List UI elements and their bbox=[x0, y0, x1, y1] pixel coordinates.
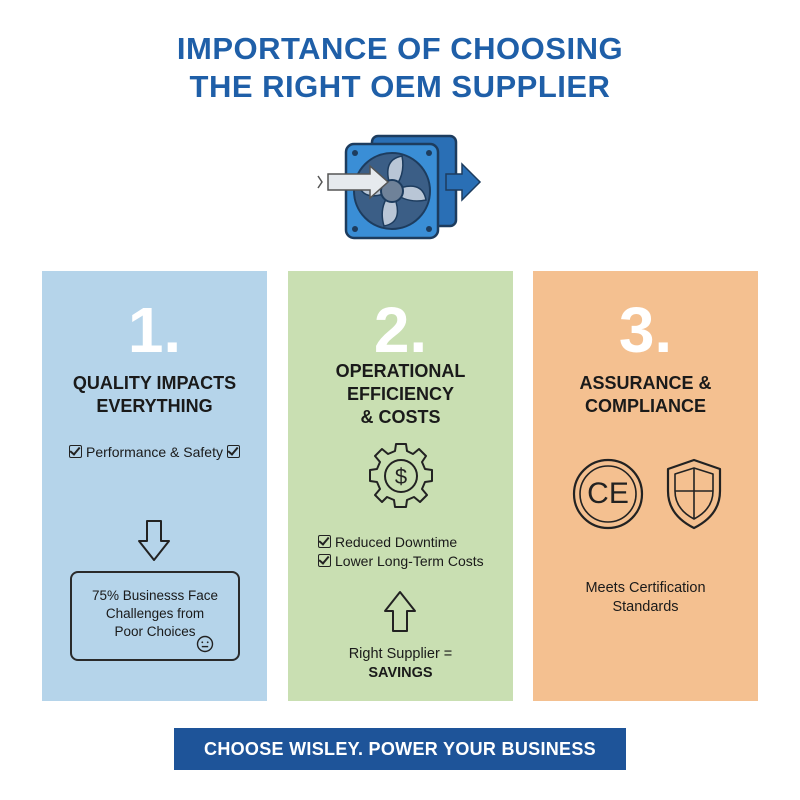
stat-line: Challenges from bbox=[105, 606, 205, 621]
arrow-down-icon bbox=[138, 520, 170, 561]
card-heading: QUALITY IMPACTS EVERYTHING bbox=[42, 372, 267, 418]
ce-mark-icon: CE bbox=[571, 457, 645, 531]
stat-box: 75% Businesss Face Challenges from Poor … bbox=[70, 571, 240, 661]
checkbox-icon bbox=[69, 445, 83, 458]
ce-mark-text: CE bbox=[587, 477, 629, 510]
card-number: 3. bbox=[618, 294, 673, 366]
heading-line: EVERYTHING bbox=[96, 396, 213, 416]
caption-line: Standards bbox=[612, 599, 679, 615]
card-number: 2. bbox=[373, 294, 428, 366]
heading-line: ASSURANCE & bbox=[579, 373, 712, 393]
summary: Right Supplier = SAVINGS bbox=[288, 645, 513, 683]
heading-line: OPERATIONAL bbox=[335, 361, 466, 381]
check-list: Reduced Downtime Lower Long-Term Costs bbox=[314, 533, 514, 571]
stat-line: 75% Businesss Face bbox=[91, 588, 219, 603]
card-compliance: 3. ASSURANCE & COMPLIANCE CE Meets Certi… bbox=[533, 271, 758, 701]
check-row: Lower Long-Term Costs bbox=[314, 552, 514, 571]
checkbox-icon bbox=[318, 554, 331, 567]
title-line-1: IMPORTANCE OF CHOOSING bbox=[176, 31, 624, 66]
stat-line: Poor Choices bbox=[114, 624, 196, 639]
arrow-up-icon bbox=[384, 591, 416, 632]
heading-line: COMPLIANCE bbox=[585, 396, 706, 416]
check-label: Reduced Downtime bbox=[335, 534, 458, 550]
page-title: IMPORTANCE OF CHOOSING THE RIGHT OEM SUP… bbox=[0, 30, 800, 106]
svg-text:$: $ bbox=[395, 464, 407, 489]
caption: Meets Certification Standards bbox=[533, 579, 758, 617]
dollar-gear-icon: $ bbox=[369, 443, 433, 508]
summary-line: SAVINGS bbox=[368, 665, 433, 681]
heading-line: QUALITY IMPACTS bbox=[72, 373, 237, 393]
card-heading: ASSURANCE & COMPLIANCE bbox=[533, 372, 758, 418]
check-label: Performance & Safety bbox=[86, 444, 223, 460]
heading-line: & COSTS bbox=[360, 407, 441, 427]
check-label: Lower Long-Term Costs bbox=[335, 553, 484, 569]
shield-icon bbox=[666, 458, 722, 530]
caption-line: Meets Certification bbox=[585, 580, 706, 596]
checkbox-icon bbox=[318, 535, 331, 548]
card-quality: 1. QUALITY IMPACTS EVERYTHING Performanc… bbox=[42, 271, 267, 701]
summary-line: Right Supplier = bbox=[348, 646, 453, 662]
footer-banner: CHOOSE WISLEY. POWER YOUR BUSINESS bbox=[174, 728, 626, 770]
check-row: Performance & Safety bbox=[42, 443, 267, 462]
checkbox-icon bbox=[226, 445, 240, 458]
card-efficiency: 2. OPERATIONAL EFFICIENCY & COSTS $ Redu… bbox=[288, 271, 513, 701]
neutral-face-icon bbox=[196, 635, 214, 653]
title-line-2: THE RIGHT OEM SUPPLIER bbox=[189, 69, 611, 104]
card-number: 1. bbox=[127, 294, 182, 366]
cooling-fan-icon bbox=[317, 134, 482, 240]
card-heading: OPERATIONAL EFFICIENCY & COSTS bbox=[288, 360, 513, 429]
check-row: Reduced Downtime bbox=[314, 533, 514, 552]
heading-line: EFFICIENCY bbox=[346, 384, 454, 404]
